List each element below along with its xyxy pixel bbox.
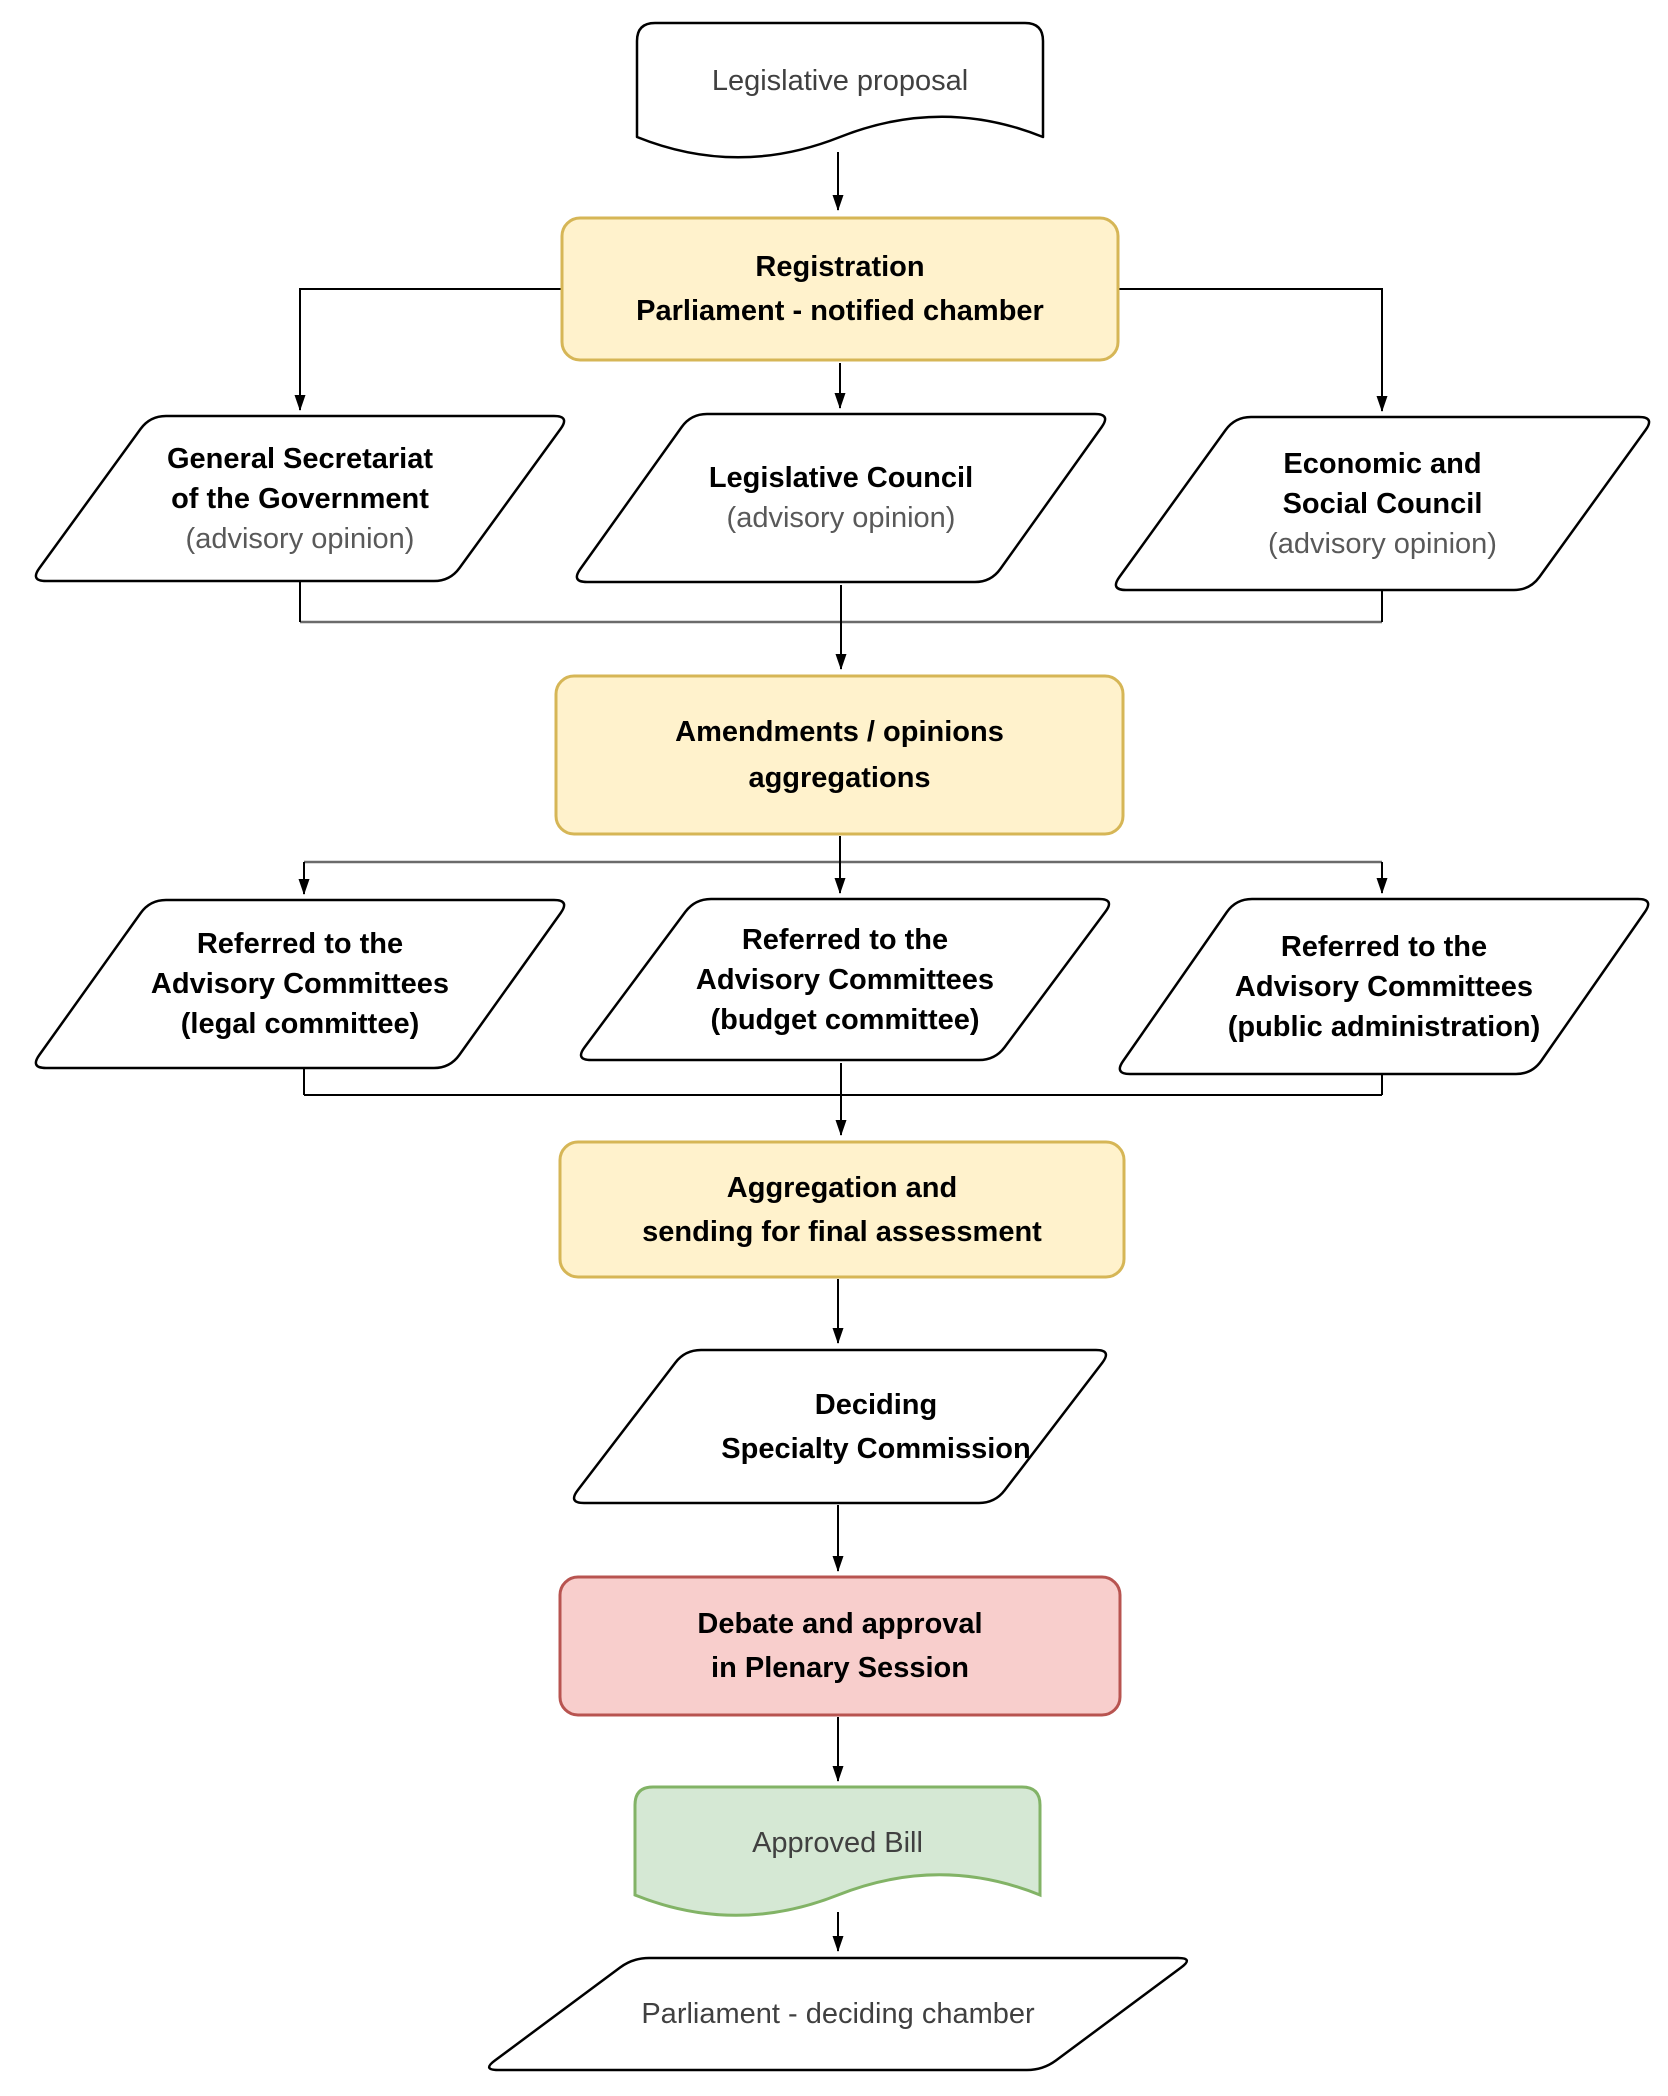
referred-legal-shape bbox=[34, 898, 566, 1070]
approved-bill-shape bbox=[633, 1785, 1042, 1917]
connectors bbox=[294, 152, 1388, 1952]
registration-shape bbox=[560, 216, 1120, 362]
referred-public-shape bbox=[1118, 897, 1650, 1076]
aggregation-shape bbox=[558, 1140, 1126, 1279]
general-secretariat-shape bbox=[34, 414, 566, 583]
referred-budget-shape bbox=[579, 897, 1111, 1062]
parliament-deciding-shape bbox=[487, 1956, 1189, 2072]
legislative-council-shape bbox=[575, 412, 1107, 584]
debate-approval-shape bbox=[558, 1575, 1122, 1717]
deciding-commission-shape bbox=[572, 1348, 1108, 1505]
amendments-shape bbox=[554, 674, 1125, 836]
node-shapes bbox=[34, 21, 1651, 2072]
economic-social-shape bbox=[1114, 415, 1651, 592]
legislative-proposal-shape bbox=[635, 21, 1045, 159]
